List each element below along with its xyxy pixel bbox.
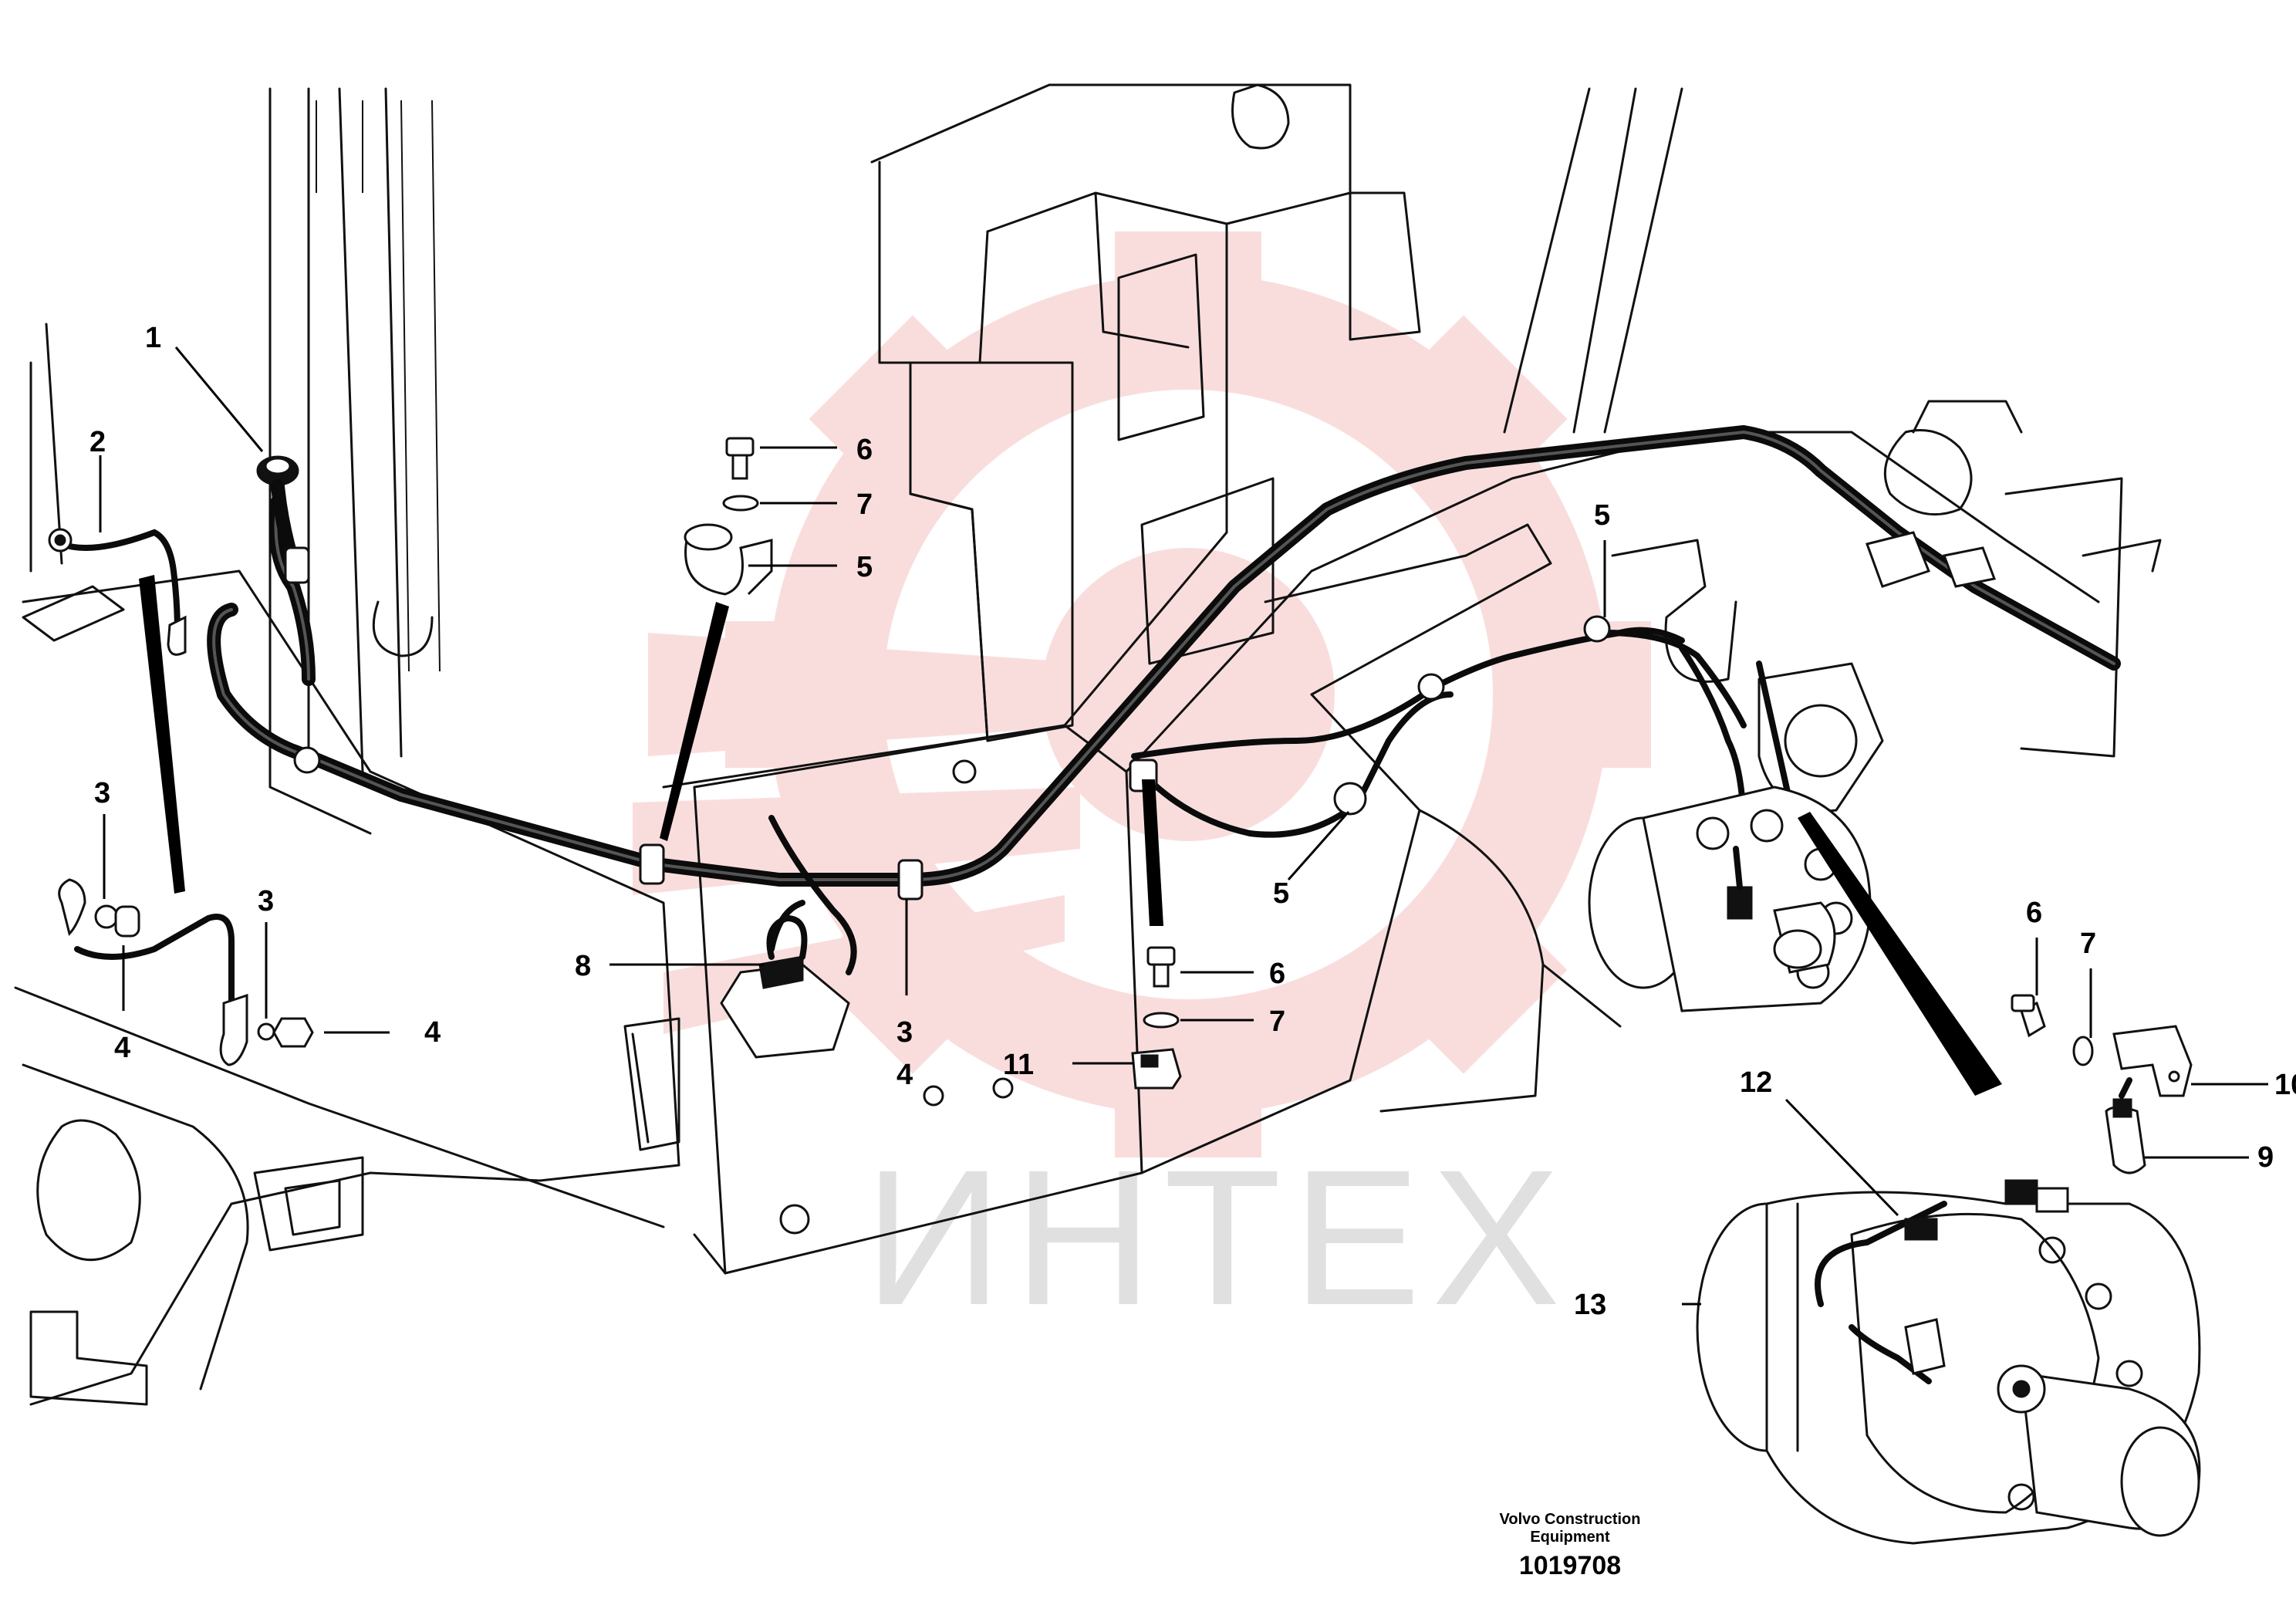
callout-wedges <box>139 575 2002 1096</box>
callout-8: 8 <box>575 950 591 982</box>
main-cable-harness <box>207 425 2121 975</box>
callout-6a: 6 <box>856 434 873 466</box>
harness-clamps <box>293 531 1997 901</box>
grommet-part-1 <box>256 455 310 584</box>
callout-5c: 5 <box>1594 499 1610 532</box>
credit-line-2: Equipment <box>1530 1529 1610 1546</box>
machine-frame <box>14 83 2162 1406</box>
fastener-stack-center <box>1131 946 1182 1090</box>
callout-5a: 5 <box>856 551 873 583</box>
ground-cable-part-2 <box>48 528 187 656</box>
callout-5b: 5 <box>1273 877 1289 910</box>
gear-motor-upper <box>1588 786 1872 1012</box>
credit-block: Volvo Construction Equipment 1019708 <box>1500 1511 1641 1580</box>
callout-3b: 3 <box>258 885 274 917</box>
callout-3a: 3 <box>94 777 110 809</box>
ground-cable-lower <box>58 878 314 1066</box>
callout-1: 1 <box>145 322 161 354</box>
callout-labels: 1 2 3 4 3 4 6 7 5 8 3 4 5 5 6 7 11 6 7 1… <box>89 322 2296 1321</box>
watermark-text: ИНТЕХ <box>864 1130 1571 1345</box>
callout-11: 11 <box>1003 1049 1034 1081</box>
callout-9: 9 <box>2257 1141 2274 1174</box>
figure-number: 1019708 <box>1519 1551 1621 1580</box>
callout-13: 13 <box>1574 1289 1606 1321</box>
callout-4c: 4 <box>896 1059 913 1091</box>
callout-6c: 6 <box>2026 897 2042 929</box>
callout-7c: 7 <box>2080 928 2096 960</box>
callout-7a: 7 <box>856 488 873 521</box>
credit-line-1: Volvo Construction <box>1500 1511 1641 1528</box>
callout-6b: 6 <box>1269 958 1285 990</box>
callout-7b: 7 <box>1269 1005 1285 1038</box>
fastener-stack-right <box>2011 994 2193 1174</box>
callout-12: 12 <box>1740 1066 1772 1099</box>
callout-2: 2 <box>89 426 106 458</box>
fastener-stack-top <box>684 437 773 596</box>
leader-lines <box>99 346 2268 1306</box>
callout-3c: 3 <box>896 1016 913 1049</box>
sensor-block-part-8 <box>720 914 850 1059</box>
callout-4a: 4 <box>114 1032 130 1064</box>
callout-10: 10 <box>2274 1069 2296 1101</box>
wheel-hub-part-13 <box>1696 1179 2201 1545</box>
callout-4b: 4 <box>424 1016 441 1049</box>
